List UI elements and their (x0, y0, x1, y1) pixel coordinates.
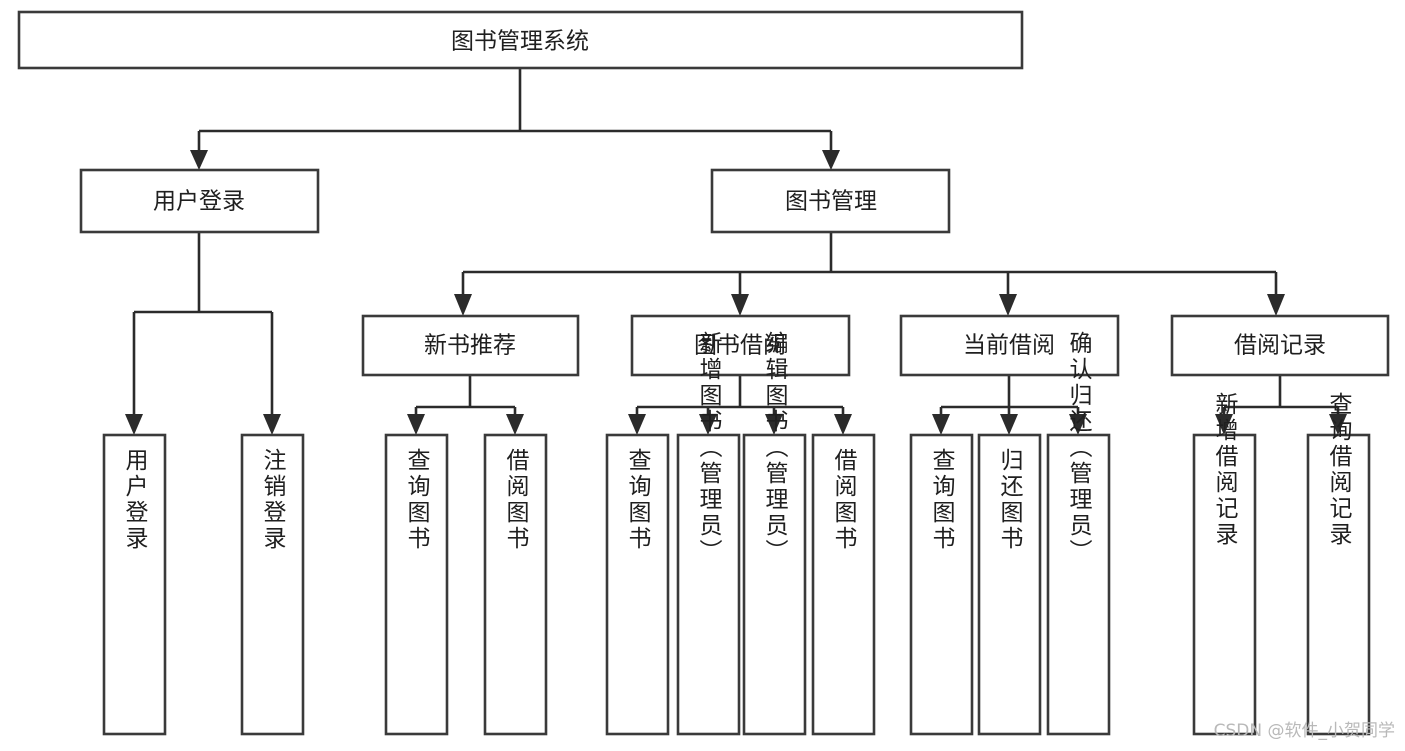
node-leaf-borrow-book-label: 借阅图书 (830, 448, 858, 552)
node-leaf-user-login-box[interactable] (102, 433, 167, 736)
arrow-borrowrecord-leaf-2 (1329, 414, 1347, 435)
node-leaf-current-return-label: 归还图书 (996, 448, 1024, 552)
arrow-newbook-leaf-1 (407, 414, 425, 435)
node-book-manage-label: 图书管理 (785, 189, 877, 215)
node-leaf-current-query[interactable]: 查询图书 (909, 433, 974, 736)
node-leaf-user-login[interactable]: 用户登录 (102, 433, 167, 736)
node-book-manage[interactable]: 图书管理 (710, 168, 951, 234)
node-book-borrow-label: 图书借阅 (694, 333, 786, 359)
node-leaf-borrow-query[interactable]: 查询图书 (605, 433, 670, 736)
arrow-to-new-book (454, 294, 472, 316)
node-leaf-record-query-label: 查询借阅记录 (1325, 392, 1353, 548)
node-leaf-borrow-book-box[interactable] (811, 433, 876, 736)
node-leaf-current-return[interactable]: 归还图书 (977, 433, 1042, 736)
node-leaf-current-query-box[interactable] (909, 433, 974, 736)
node-leaf-record-add-label: 新增借阅记录 (1211, 392, 1239, 548)
node-leaf-borrow-query-box[interactable] (605, 433, 670, 736)
node-leaf-borrow-book[interactable]: 借阅图书 (811, 433, 876, 736)
arrow-to-logout-leaf (263, 414, 281, 435)
node-leaf-newbook-query-label: 查询图书 (403, 448, 431, 552)
node-leaf-borrow-add[interactable]: 新增图书（管理员） (676, 331, 741, 736)
node-user-login-label: 用户登录 (153, 189, 245, 215)
arrow-to-book-borrow (731, 294, 749, 316)
node-leaf-current-return-box[interactable] (977, 433, 1042, 736)
node-leaf-newbook-query-box[interactable] (384, 433, 449, 736)
node-leaf-borrow-edit-label: 编辑图书（管理员） (761, 331, 789, 565)
arrow-currentborrow-leaf-2 (1000, 414, 1018, 435)
node-leaf-borrow-query-label: 查询图书 (624, 448, 652, 552)
node-leaf-newbook-borrow-label: 借阅图书 (502, 448, 530, 552)
node-root-label: 图书管理系统 (451, 29, 589, 55)
node-new-book-recommend[interactable]: 新书推荐 (361, 314, 580, 377)
arrow-to-user-login (190, 150, 208, 170)
node-current-borrow[interactable]: 当前借阅 (899, 314, 1120, 377)
arrow-newbook-leaf-2 (506, 414, 524, 435)
node-leaf-record-query-box[interactable] (1306, 433, 1371, 736)
node-leaf-newbook-borrow-box[interactable] (483, 433, 548, 736)
node-root-box[interactable] (17, 10, 1024, 70)
node-user-login-box[interactable] (79, 168, 320, 234)
watermark-text: CSDN @软件_小贺同学 (1213, 721, 1395, 741)
node-borrow-record-label: 借阅记录 (1234, 333, 1326, 359)
node-leaf-current-confirm[interactable]: 确认归还（管理员） (1046, 331, 1111, 736)
node-root[interactable]: 图书管理系统 (17, 10, 1024, 70)
node-leaf-newbook-query[interactable]: 查询图书 (384, 433, 449, 736)
node-leaf-record-add[interactable]: 新增借阅记录 (1192, 392, 1257, 736)
node-borrow-record-box[interactable] (1170, 314, 1390, 377)
arrow-currentborrow-leaf-1 (932, 414, 950, 435)
edge-layer (125, 68, 1347, 435)
node-leaf-user-login-label: 用户登录 (121, 448, 149, 552)
node-leaf-record-add-box[interactable] (1192, 433, 1257, 736)
arrow-currentborrow-leaf-3 (1069, 414, 1087, 435)
node-leaf-record-query[interactable]: 查询借阅记录 (1306, 392, 1371, 736)
node-new-book-recommend-box[interactable] (361, 314, 580, 377)
node-leaf-borrow-edit-box[interactable] (742, 433, 807, 736)
node-leaf-borrow-add-box[interactable] (676, 433, 741, 736)
node-new-book-recommend-label: 新书推荐 (424, 333, 516, 359)
node-leaf-current-confirm-box[interactable] (1046, 433, 1111, 736)
node-book-manage-box[interactable] (710, 168, 951, 234)
node-leaf-borrow-add-label: 新增图书（管理员） (695, 331, 723, 565)
arrow-borrowrecord-leaf-1 (1215, 414, 1233, 435)
node-user-login[interactable]: 用户登录 (79, 168, 320, 234)
node-leaf-newbook-borrow[interactable]: 借阅图书 (483, 433, 548, 736)
node-leaf-borrow-edit[interactable]: 编辑图书（管理员） (742, 331, 807, 736)
arrow-to-book-manage (822, 150, 840, 170)
node-current-borrow-label: 当前借阅 (963, 333, 1055, 359)
node-book-borrow[interactable]: 图书借阅 (630, 314, 851, 377)
node-leaf-logout[interactable]: 注销登录 (240, 433, 305, 736)
arrow-bookborrow-leaf-1 (628, 414, 646, 435)
arrow-to-user-login-leaf (125, 414, 143, 435)
node-current-borrow-box[interactable] (899, 314, 1120, 377)
node-book-borrow-box[interactable] (630, 314, 851, 377)
arrow-bookborrow-leaf-2 (699, 414, 717, 435)
node-leaf-current-query-label: 查询图书 (928, 448, 956, 552)
node-leaf-logout-box[interactable] (240, 433, 305, 736)
node-borrow-record[interactable]: 借阅记录 (1170, 314, 1390, 377)
node-leaf-logout-label: 注销登录 (259, 448, 287, 552)
node-leaf-current-confirm-label: 确认归还（管理员） (1065, 331, 1093, 565)
arrow-to-borrow-record (1267, 294, 1285, 316)
arrow-to-current-borrow (999, 294, 1017, 316)
arrow-bookborrow-leaf-4 (834, 414, 852, 435)
arrow-bookborrow-leaf-3 (765, 414, 783, 435)
